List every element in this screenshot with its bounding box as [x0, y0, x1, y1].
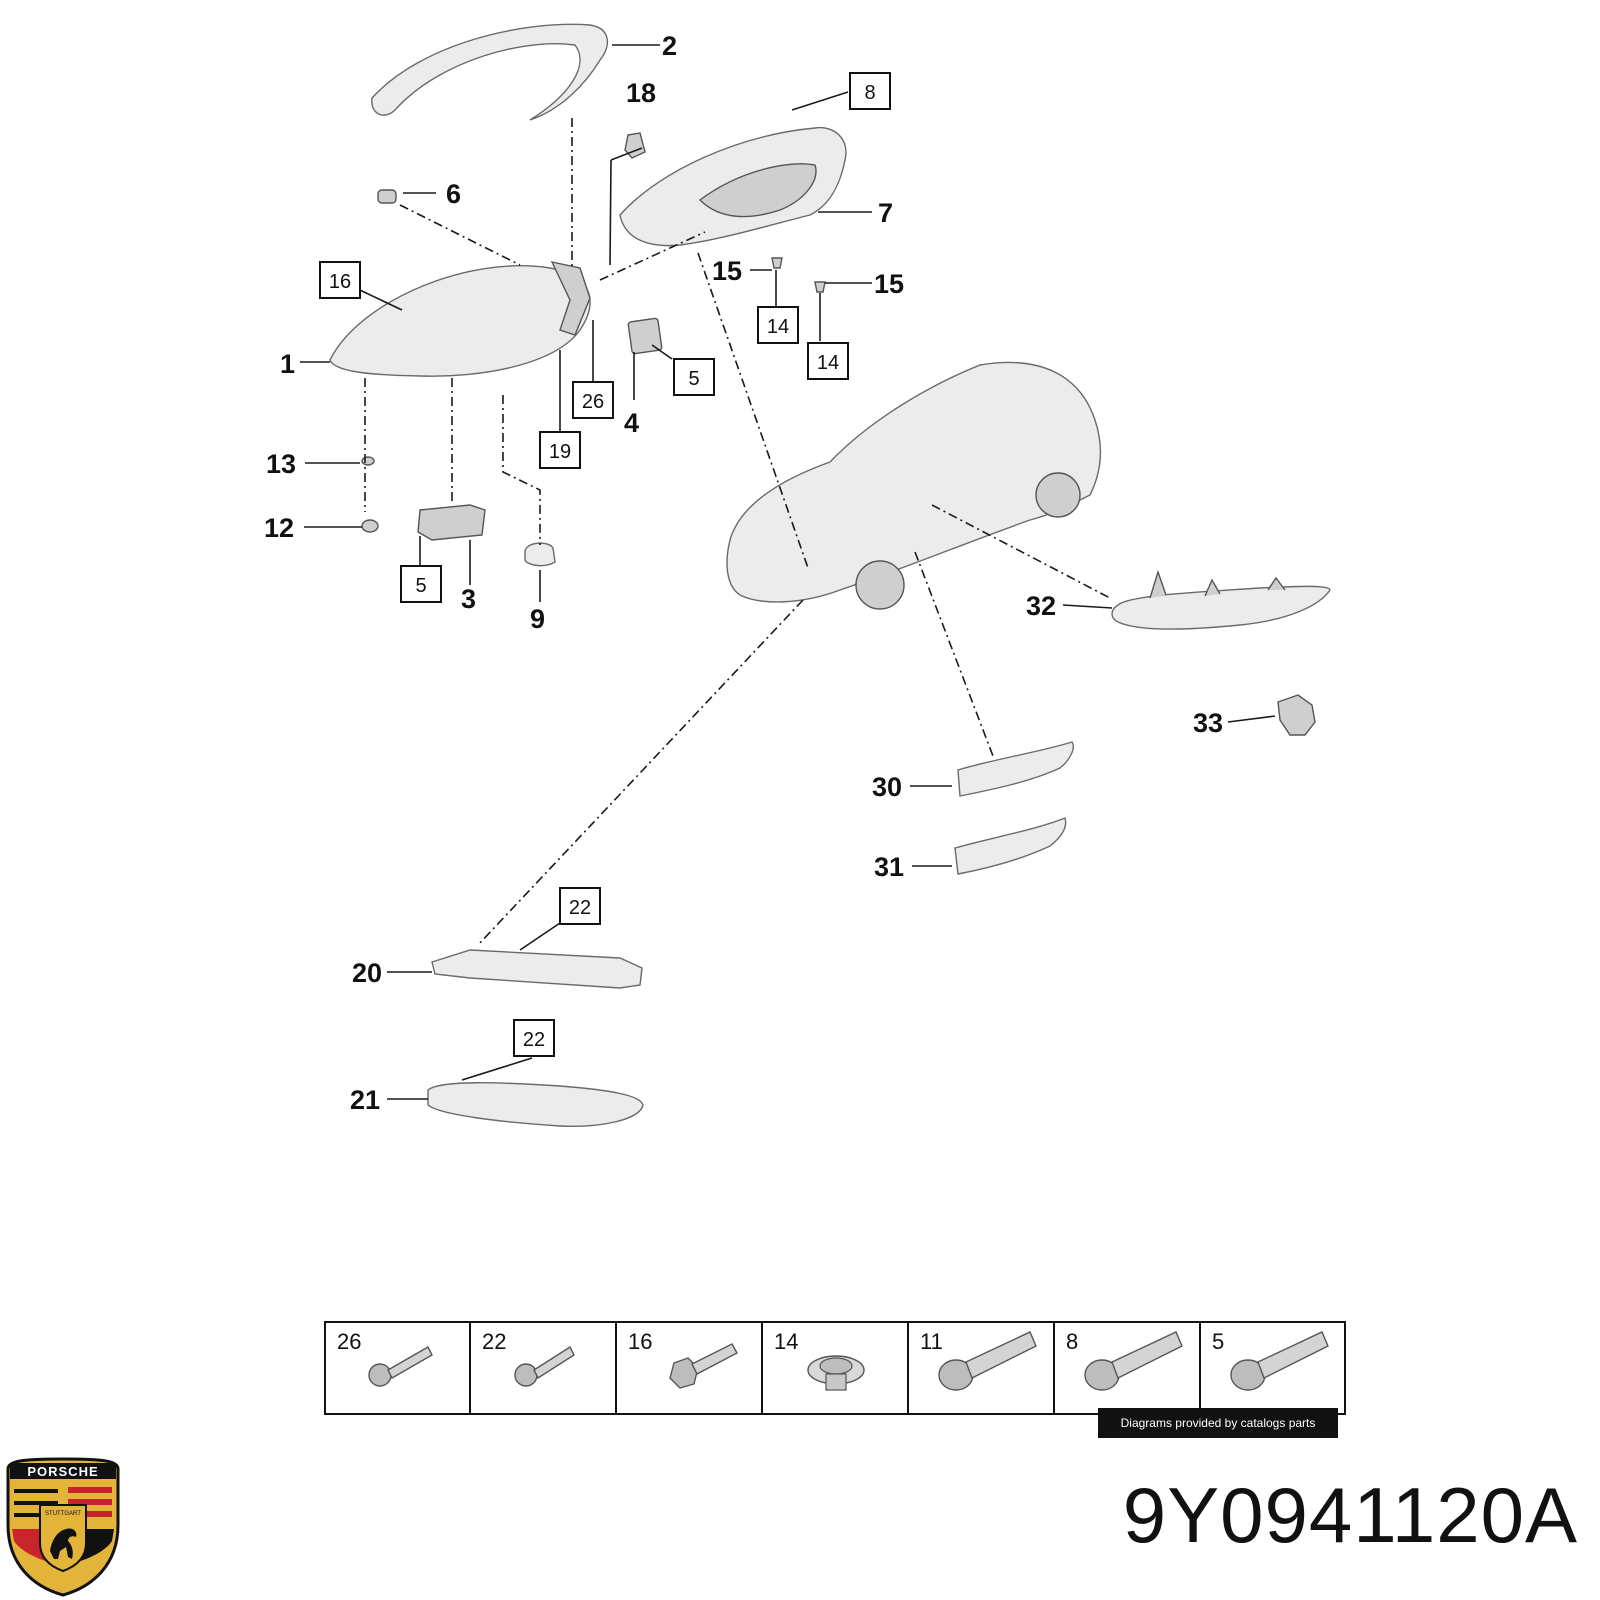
callout-6: 6	[446, 179, 461, 209]
boxed-ref-22-lower-label: 22	[523, 1029, 545, 1051]
part-bracket	[627, 317, 663, 355]
boxed-ref-5-lower-label: 5	[415, 575, 426, 597]
logo-text: PORSCHE	[27, 1464, 98, 1479]
callout-7: 7	[878, 198, 893, 228]
part-side-indicator	[1111, 585, 1331, 630]
part-trim-strip	[371, 23, 609, 121]
part-screw-small-a	[771, 257, 783, 269]
fastener-label-22: 22	[482, 1329, 506, 1354]
leader-lines	[300, 44, 1276, 1100]
boxed-ref-8: 8	[849, 72, 891, 110]
part-number: 9Y0941120A	[1122, 1471, 1578, 1559]
callout-4: 4	[624, 408, 639, 438]
boxed-ref-14-right: 14	[807, 342, 849, 380]
boxed-ref-26-label: 26	[582, 391, 604, 413]
part-washer	[361, 519, 379, 533]
boxed-ref-14-left: 14	[757, 306, 799, 344]
boxed-ref-22-upper-label: 22	[569, 897, 591, 919]
fastener-screw-22-icon	[514, 1345, 575, 1387]
part-reflector-lower	[954, 817, 1067, 875]
callout-32: 32	[1026, 591, 1056, 621]
part-screw-small-b	[814, 281, 826, 293]
callout-15-left: 15	[712, 256, 742, 286]
callout-15-right: 15	[874, 269, 904, 299]
part-vehicle-wheel-rear	[1035, 472, 1081, 518]
callout-2: 2	[662, 31, 677, 61]
callout-9: 9	[530, 604, 545, 634]
part-bulb-holder	[1277, 694, 1316, 736]
fastener-label-11: 11	[920, 1329, 943, 1354]
callout-33: 33	[1193, 708, 1223, 738]
part-side-indicator-tabs	[1149, 569, 1286, 599]
callout-3: 3	[461, 584, 476, 614]
part-lens-mount	[550, 261, 591, 336]
fastener-label-8: 8	[1066, 1329, 1078, 1354]
part-fog-lamp	[427, 1082, 644, 1128]
part-headlight-lens	[329, 265, 591, 377]
callout-31: 31	[874, 852, 904, 882]
diagram-credit: Diagrams provided by catalogs parts	[1098, 1408, 1338, 1438]
boxed-ref-16-label: 16	[329, 271, 351, 293]
part-clip	[624, 132, 646, 159]
fastener-label-16: 16	[628, 1329, 652, 1354]
fastener-screw-26-icon	[368, 1346, 433, 1387]
part-housing-inner	[698, 163, 817, 218]
boxed-ref-19-label: 19	[549, 441, 571, 463]
boxed-ref-22-upper: 22	[559, 887, 601, 925]
part-drl-module	[431, 949, 643, 989]
boxed-ref-26: 26	[572, 381, 614, 419]
fastener-label-5: 5	[1212, 1329, 1224, 1354]
boxed-ref-14-right-label: 14	[817, 352, 839, 374]
callout-13: 13	[266, 449, 296, 479]
porsche-crest-logo: PORSCHE STUTTGART	[6, 1457, 120, 1597]
logo-subtext: STUTTGART	[45, 1511, 81, 1517]
part-nut	[361, 456, 375, 466]
callout-20: 20	[352, 958, 382, 988]
fastener-label-26: 26	[337, 1329, 361, 1354]
boxed-ref-5-lower: 5	[400, 565, 442, 603]
fastener-bolt-8-icon	[1084, 1331, 1183, 1391]
callout-30: 30	[872, 772, 902, 802]
boxed-ref-5-upper: 5	[673, 358, 715, 396]
part-control-module	[417, 504, 486, 541]
part-vehicle	[726, 361, 1102, 603]
fastener-table: 26 22 16 14 11 8 5	[324, 1321, 1346, 1415]
fastener-bolt-16-icon	[669, 1343, 738, 1389]
boxed-ref-8-label: 8	[864, 82, 875, 104]
part-reflector-upper	[957, 741, 1074, 797]
fastener-bolt-11-icon	[938, 1331, 1037, 1391]
boxed-ref-22-lower: 22	[513, 1019, 555, 1057]
boxed-ref-14-left-label: 14	[767, 316, 789, 338]
boxed-ref-19: 19	[539, 431, 581, 469]
callout-18: 18	[626, 78, 656, 108]
callout-12: 12	[264, 513, 294, 543]
callout-1: 1	[280, 349, 295, 379]
boxed-ref-5-upper-label: 5	[688, 368, 699, 390]
part-vehicle-wheel-front	[855, 560, 905, 610]
part-grommet	[377, 189, 397, 204]
boxed-ref-16: 16	[319, 261, 361, 299]
fastener-nut-14-icon	[807, 1355, 865, 1391]
fastener-bolt-5-icon	[1230, 1331, 1329, 1391]
callout-21: 21	[350, 1085, 380, 1115]
part-bulb-socket	[524, 542, 556, 567]
fastener-label-14: 14	[774, 1329, 798, 1354]
